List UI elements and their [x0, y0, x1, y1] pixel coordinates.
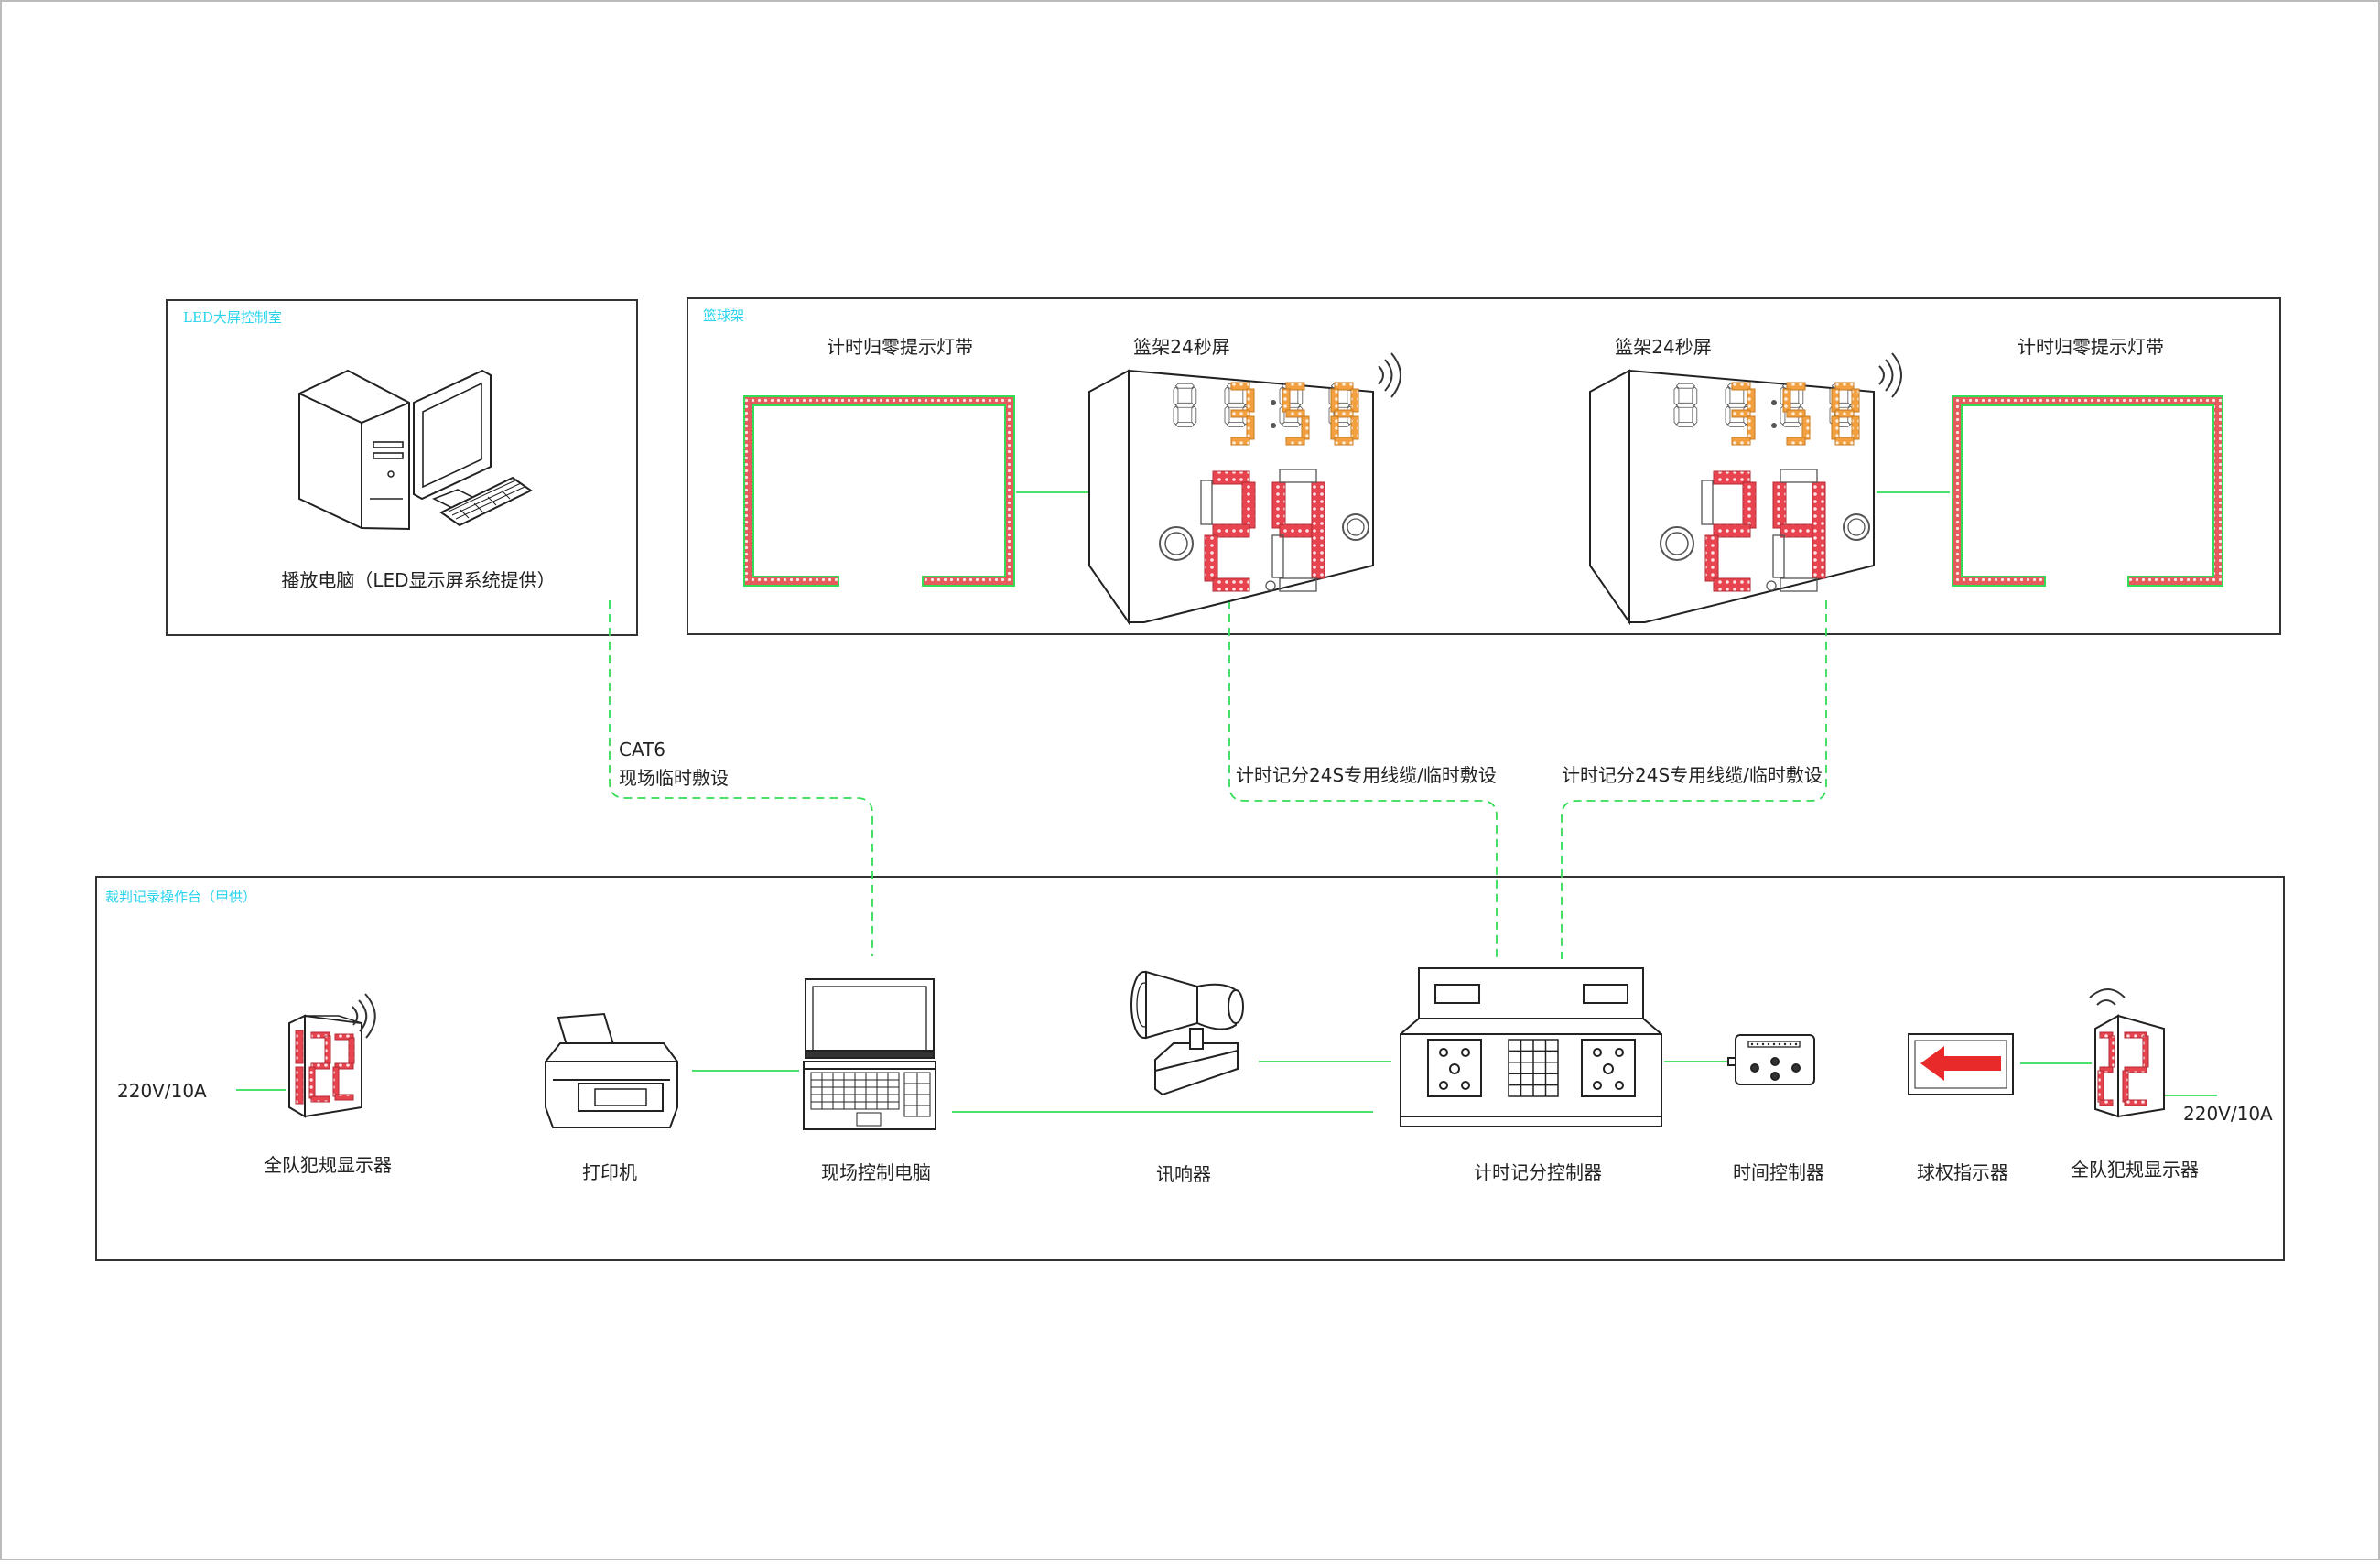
foul-display-left-icon	[288, 993, 376, 1118]
shot-clock-right-label: 篮架24秒屏	[1615, 336, 1712, 358]
playback-pc-icon	[298, 369, 533, 531]
possession-label: 球权指示器	[1917, 1161, 2008, 1183]
hoop-zone-label: 篮球架	[703, 307, 745, 324]
shot-clock-right-icon	[1589, 352, 1902, 626]
table-zone	[95, 876, 2285, 1261]
strip-right-label: 计时归零提示灯带	[2018, 336, 2164, 358]
laptop-icon	[803, 978, 936, 1130]
power-left-label: 220V/10A	[117, 1080, 207, 1102]
printer-icon	[545, 1012, 678, 1128]
solid-links	[236, 491, 2217, 1113]
hoop-zone	[687, 297, 2281, 635]
shot-clock-left-icon	[1088, 352, 1401, 626]
led-room-zone	[166, 299, 638, 636]
buzzer-label: 讯响器	[1156, 1163, 1211, 1185]
light-strip-right	[1952, 395, 2223, 587]
playback-pc-label: 播放电脑（LED显示屏系统提供）	[281, 569, 556, 591]
foul-display-right-icon	[2089, 988, 2165, 1118]
table-zone-label: 裁判记录操作台（甲供）	[105, 889, 257, 905]
light-strip-left	[743, 395, 1015, 587]
console-label: 计时记分控制器	[1474, 1161, 1602, 1183]
led-room-zone-label: LED大屏控制室	[183, 309, 282, 326]
cat6-sub-label: 现场临时敷设	[619, 767, 729, 789]
timer-label: 时间控制器	[1733, 1161, 1824, 1183]
possession-indicator-icon	[1908, 1033, 2014, 1095]
cable-right-label: 计时记分24S专用线缆/临时敷设	[1562, 764, 1823, 786]
foul-right-label: 全队犯规显示器	[2071, 1159, 2199, 1181]
scoring-console-icon	[1400, 967, 1662, 1127]
dashed-cables	[609, 600, 1827, 959]
laptop-label: 现场控制电脑	[821, 1161, 931, 1183]
power-right-label: 220V/10A	[2183, 1103, 2273, 1125]
cable-left-label: 计时记分24S专用线缆/临时敷设	[1236, 764, 1497, 786]
printer-label: 打印机	[582, 1161, 637, 1183]
buzzer-icon	[1130, 970, 1244, 1096]
time-controller-icon	[1727, 1034, 1815, 1085]
cat6-cable	[609, 600, 873, 956]
cat6-label: CAT6	[619, 739, 666, 760]
strip-left-label: 计时归零提示灯带	[827, 336, 973, 358]
foul-left-label: 全队犯规显示器	[264, 1154, 392, 1176]
shot-clock-left-label: 篮架24秒屏	[1133, 336, 1230, 358]
